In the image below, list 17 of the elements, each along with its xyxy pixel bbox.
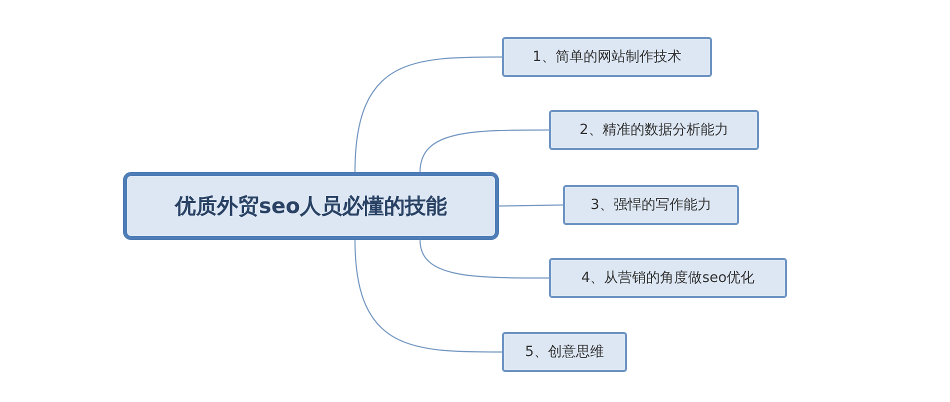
branch-topic-box	[549, 258, 787, 298]
branch-connector	[419, 240, 549, 279]
branch-connector	[498, 204, 564, 207]
branch-topic-text: 5、创意思维	[525, 343, 604, 361]
branch-topic-text: 4、从营销的角度做seo优化	[581, 269, 755, 287]
branch-connector	[354, 56, 502, 172]
branch-topic-text: 1、简单的网站制作技术	[532, 48, 682, 66]
branch-topic-text: 3、强悍的写作能力	[590, 196, 712, 214]
branch-topic-box	[502, 332, 627, 372]
central-topic-text: 优质外贸seo人员必懂的技能	[174, 193, 448, 220]
branch-topic-box	[502, 37, 712, 77]
branch-topic-box	[549, 110, 759, 150]
branch-connector	[419, 129, 549, 172]
branch-topic-text: 2、精准的数据分析能力	[580, 121, 728, 139]
branch-topic-box	[563, 185, 739, 225]
branch-connector	[354, 240, 502, 353]
central-topic-box	[123, 172, 499, 240]
